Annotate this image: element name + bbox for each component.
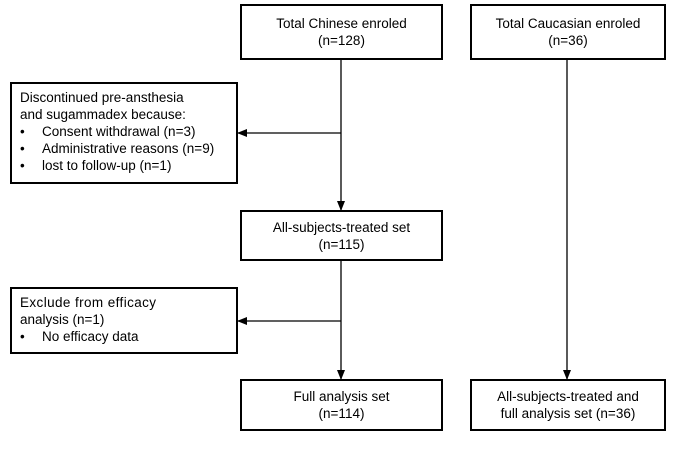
all-subjects-treated-label: All-subjects-treated set <box>272 219 411 235</box>
excluded-heading-1: Exclude from efficacy <box>20 295 157 310</box>
discontinued-reasons-list: Consent withdrawal (n=3) Administrative … <box>20 123 228 174</box>
caucasian-enroled-box: Total Caucasian enroled (n=36) <box>470 4 666 60</box>
excluded-reasons-list: No efficacy data <box>20 328 228 345</box>
chinese-enroled-box: Total Chinese enroled (n=128) <box>240 4 443 60</box>
full-analysis-count: (n=114) <box>318 406 365 421</box>
list-item: No efficacy data <box>20 328 228 345</box>
full-analysis-label: Full analysis set <box>293 389 390 404</box>
list-item: lost to follow-up (n=1) <box>20 157 228 174</box>
list-item: Consent withdrawal (n=3) <box>20 123 228 140</box>
caucasian-enroled-count: (n=36) <box>548 33 588 48</box>
all-subjects-treated-box: All-subjects-treated set (n=115) <box>240 210 443 261</box>
caucasian-full-analysis-count: full analysis set (n=36) <box>500 406 636 421</box>
list-item: Administrative reasons (n=9) <box>20 140 228 157</box>
discontinued-box: Discontinued pre-ansthesia and sugammade… <box>10 82 238 184</box>
caucasian-full-analysis-label: All-subjects-treated and <box>497 389 639 404</box>
excluded-heading-2: analysis (n=1) <box>20 312 105 327</box>
chinese-enroled-count: (n=128) <box>318 33 365 48</box>
chinese-enroled-label: Total Chinese enroled <box>276 16 407 31</box>
caucasian-enroled-label: Total Caucasian enroled <box>495 16 641 31</box>
caucasian-full-analysis-box: All-subjects-treated and full analysis s… <box>470 379 666 431</box>
all-subjects-treated-count: (n=115) <box>318 236 365 252</box>
discontinued-heading-1: Discontinued pre-ansthesia <box>20 90 184 105</box>
discontinued-heading-2: and sugammadex because: <box>20 107 186 122</box>
full-analysis-box: Full analysis set (n=114) <box>240 379 443 431</box>
excluded-box: Exclude from efficacy analysis (n=1) No … <box>10 287 238 354</box>
